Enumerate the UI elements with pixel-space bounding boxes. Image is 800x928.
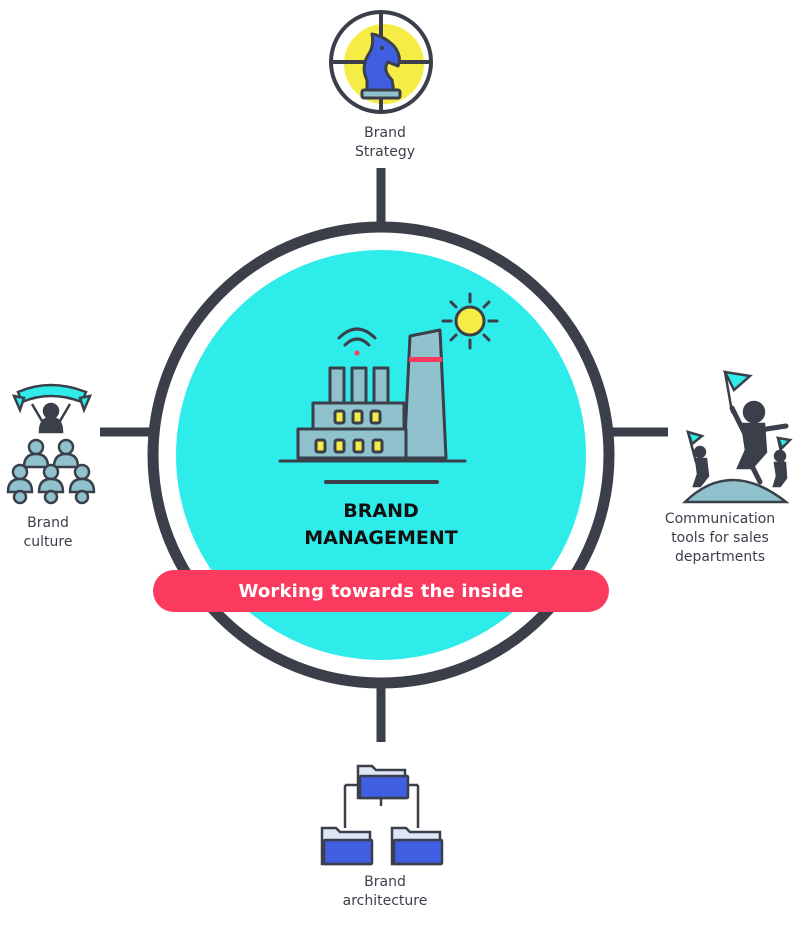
node-label-communication-tools: Communication tools for sales department… (640, 510, 800, 567)
folder-hierarchy-icon (320, 764, 444, 866)
node-label-brand-culture: Brand culture (0, 514, 96, 552)
node-label-brand-architecture: Brand architecture (315, 873, 455, 911)
node-label-line: architecture (342, 893, 428, 909)
connector-lines (100, 168, 668, 742)
node-label-line: culture (23, 534, 73, 550)
node-label-line: Strategy (355, 144, 415, 160)
center-title-line: MANAGEMENT (304, 527, 458, 549)
flag-people-on-hill-icon (681, 370, 793, 504)
node-label-line: Brand (27, 515, 69, 531)
center-title: BRAND MANAGEMENT (250, 498, 512, 552)
node-label-line: departments (674, 549, 766, 565)
node-label-line: Brand (364, 125, 406, 141)
node-label-line: tools for sales (671, 530, 769, 546)
wifi-icon (337, 327, 377, 356)
chess-knight-target-icon (329, 10, 433, 114)
node-label-line: Communication (664, 511, 776, 527)
node-label-line: Brand (364, 874, 406, 890)
factory-icon (278, 292, 499, 463)
center-title-line: BRAND (343, 500, 419, 522)
crowd-with-leader-icon (6, 383, 96, 505)
banner-text: Working towards the inside (238, 580, 524, 602)
working-inside-banner: Working towards the inside (153, 570, 609, 612)
node-label-brand-strategy: Brand Strategy (320, 124, 450, 162)
sun-icon (441, 292, 499, 350)
